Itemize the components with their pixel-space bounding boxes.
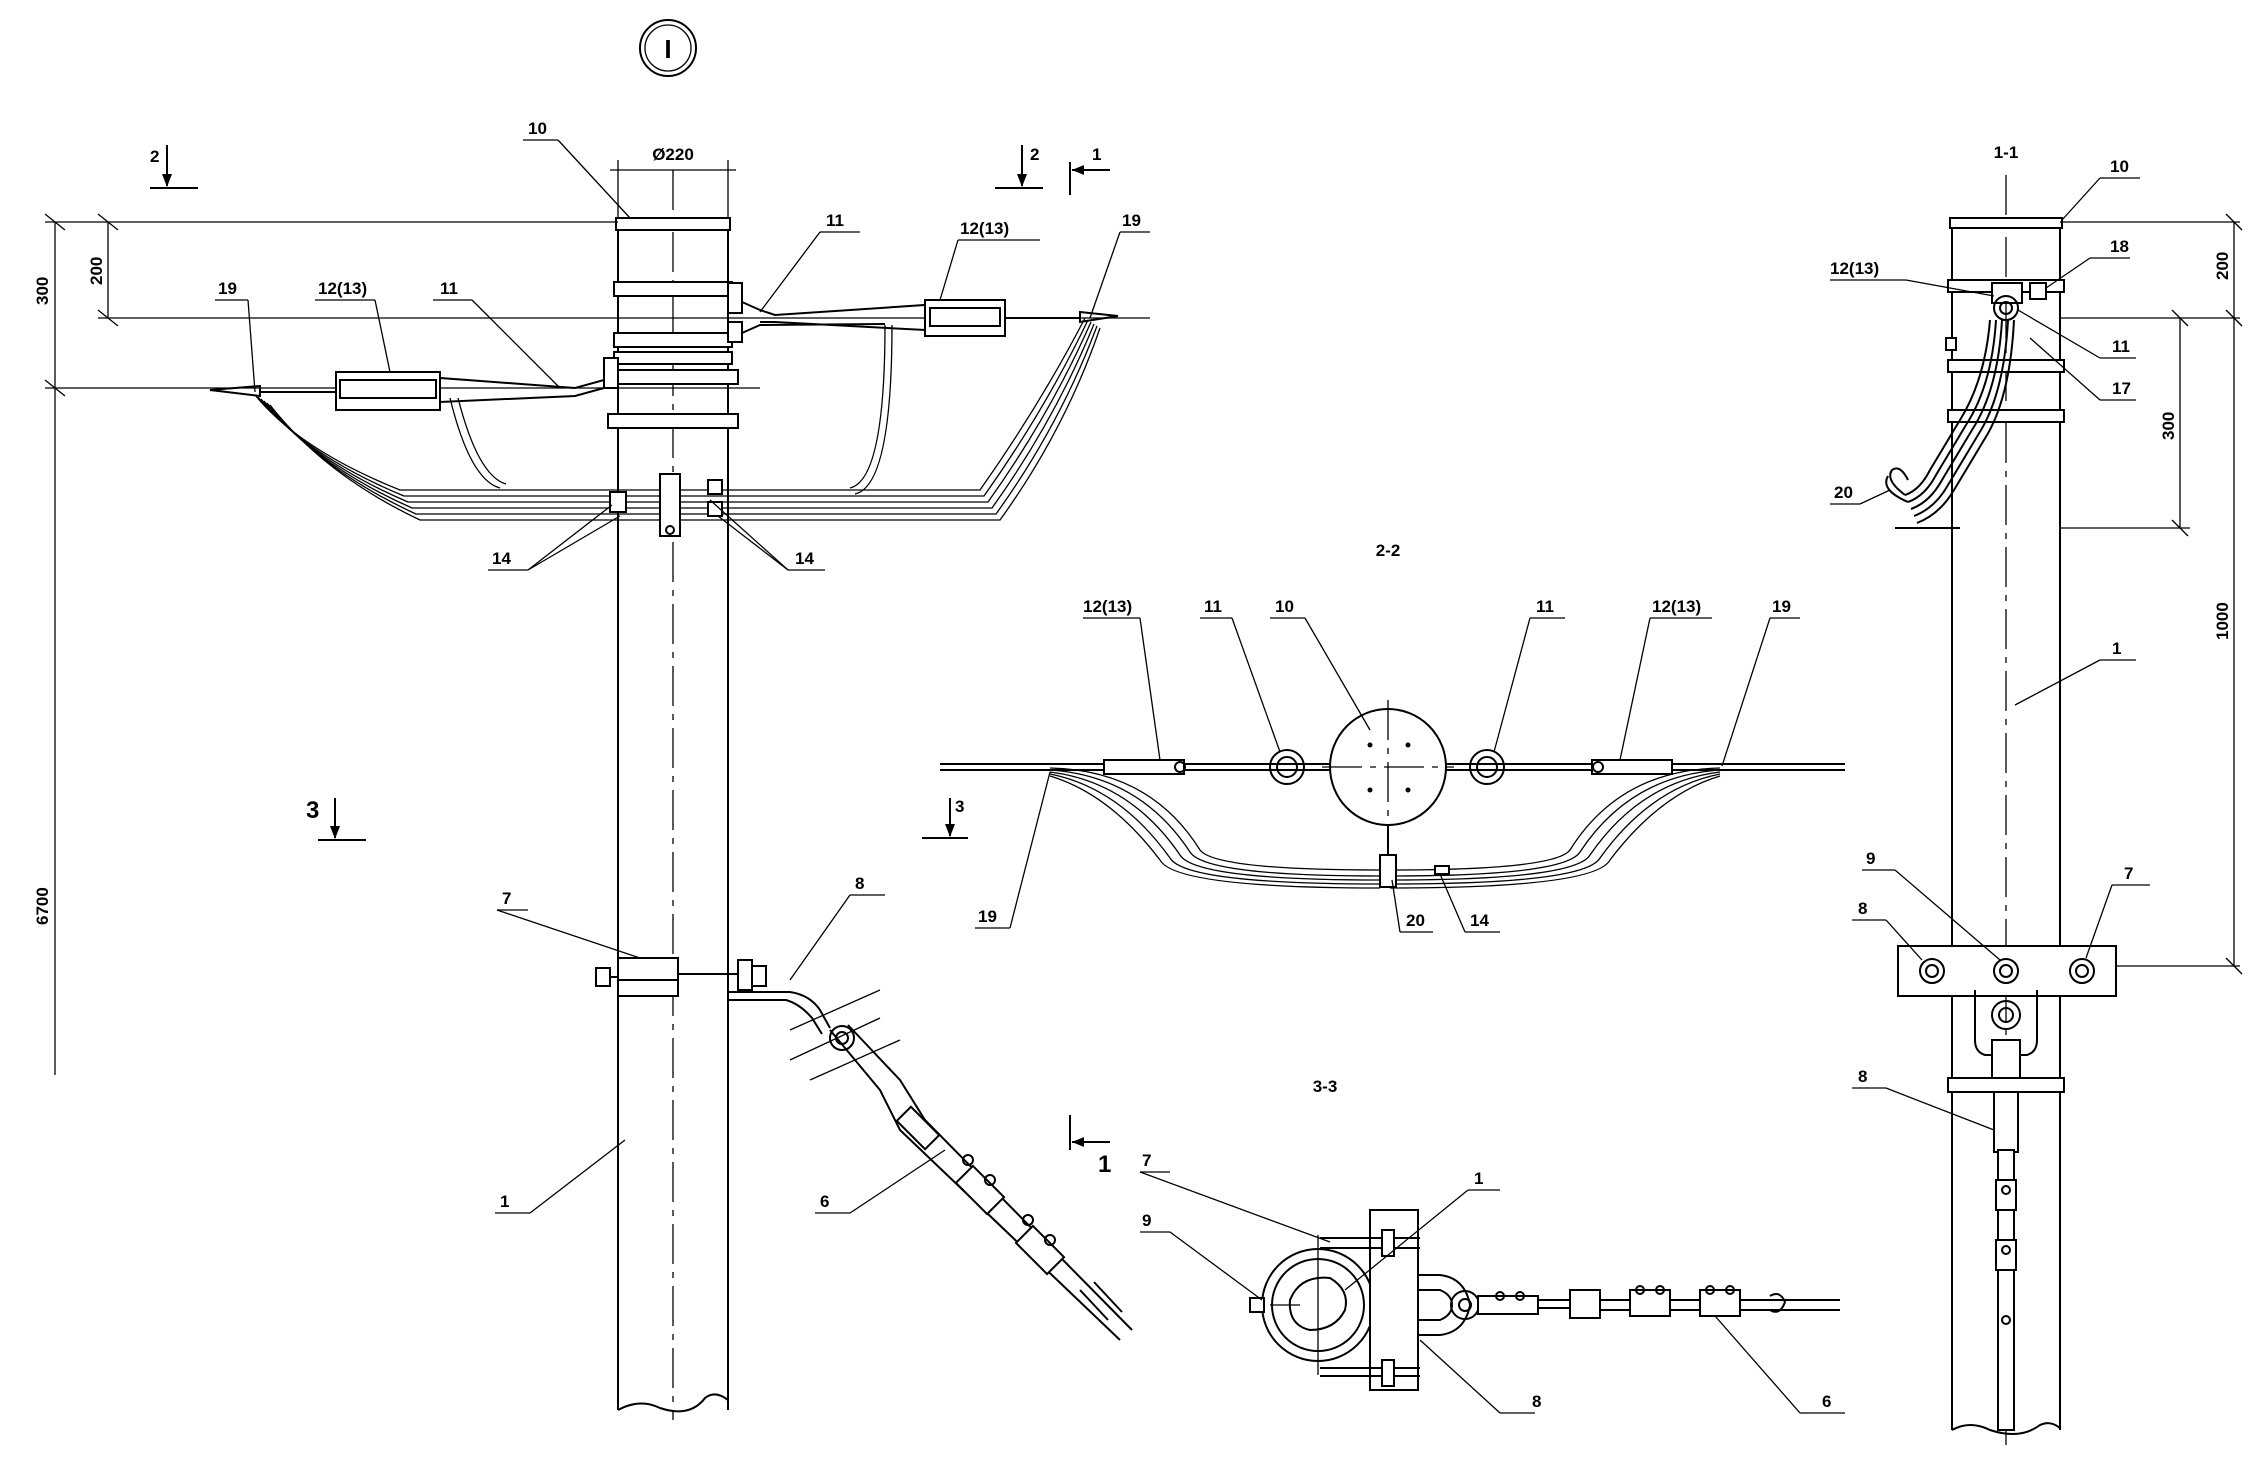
left-dimensions: 300 200 6700 bbox=[33, 213, 1150, 1075]
callout-12a-22: 12(13) bbox=[1083, 597, 1132, 616]
callout-7-33: 7 bbox=[1142, 1151, 1151, 1170]
section-2-left: 2 bbox=[150, 147, 159, 166]
section-2-2: 2-2 3 bbox=[922, 541, 1845, 933]
callout-11b-22: 11 bbox=[1536, 597, 1554, 616]
callout-1-11: 1 bbox=[2112, 639, 2121, 658]
upper-right-arm bbox=[727, 282, 1119, 343]
callout-14b-main: 14 bbox=[795, 549, 814, 568]
callout-10-22: 10 bbox=[1275, 597, 1294, 616]
section-arrows-main: 2 2 1 3 1 bbox=[150, 145, 1111, 1178]
callout-11a-main: 11 bbox=[826, 211, 844, 230]
callout-9-33: 9 bbox=[1142, 1211, 1151, 1230]
callout-8a-11: 8 bbox=[1858, 899, 1867, 918]
view-marker: I bbox=[639, 19, 697, 77]
callout-18-11: 18 bbox=[2110, 237, 2129, 256]
callout-12b-22: 12(13) bbox=[1652, 597, 1701, 616]
upper-left-arm bbox=[209, 357, 619, 411]
callout-19b-22: 19 bbox=[978, 907, 997, 926]
callout-19b-main: 19 bbox=[218, 279, 237, 298]
section-3-main: 3 bbox=[306, 797, 319, 824]
callout-11b-main: 11 bbox=[440, 279, 458, 298]
section-1-top: 1 bbox=[1092, 145, 1101, 164]
callout-10-main: 10 bbox=[528, 119, 547, 138]
callout-10-11: 10 bbox=[2110, 157, 2129, 176]
section-3-3: 3-3 7 1 bbox=[1139, 1077, 1845, 1414]
section-1-bottom: 1 bbox=[1098, 1151, 1111, 1178]
section-title-2-2: 2-2 bbox=[1376, 541, 1401, 560]
callout-17-11: 17 bbox=[2112, 379, 2131, 398]
lower-bracket bbox=[595, 957, 1133, 1341]
callouts-main: 10 11 11 12(13) 12(13) 19 19 14 bbox=[215, 119, 1150, 1214]
cable-bundle bbox=[254, 317, 1101, 537]
callout-1-33: 1 bbox=[1474, 1169, 1483, 1188]
callout-20-22: 20 bbox=[1406, 911, 1425, 930]
dim-1000-side: 1000 bbox=[2213, 602, 2232, 640]
callout-12b-main: 12(13) bbox=[318, 279, 367, 298]
callout-19a-main: 19 bbox=[1122, 211, 1141, 230]
pole-main bbox=[607, 170, 739, 1420]
callout-19a-22: 19 bbox=[1772, 597, 1791, 616]
main-view: Ø220 300 200 6700 2 2 bbox=[33, 119, 1150, 1420]
callout-11-11: 11 bbox=[2112, 337, 2130, 356]
view-marker-label: I bbox=[664, 34, 671, 64]
section-3-sec: 3 bbox=[955, 797, 964, 816]
section-title-1-1: 1-1 bbox=[1994, 143, 2019, 162]
dim-200-side: 200 bbox=[2213, 252, 2232, 280]
dim-6700-main: 6700 bbox=[33, 887, 52, 925]
callout-12a-main: 12(13) bbox=[960, 219, 1009, 238]
callout-6-33: 6 bbox=[1822, 1392, 1831, 1411]
callout-9-11: 9 bbox=[1866, 849, 1875, 868]
dim-300-side: 300 bbox=[2159, 412, 2178, 440]
callout-8-main: 8 bbox=[855, 874, 864, 893]
callout-14-22: 14 bbox=[1470, 911, 1489, 930]
callout-7-11: 7 bbox=[2124, 864, 2133, 883]
callout-12-11: 12(13) bbox=[1830, 259, 1879, 278]
section-title-3-3: 3-3 bbox=[1313, 1077, 1338, 1096]
callout-7-main: 7 bbox=[502, 889, 511, 908]
callout-6-main: 6 bbox=[820, 1192, 829, 1211]
diameter-label: Ø220 bbox=[652, 145, 694, 164]
section-2-right: 2 bbox=[1030, 145, 1039, 164]
section-1-1: 1-1 200 300 1000 bbox=[1830, 143, 2243, 1445]
dim-200-main: 200 bbox=[87, 257, 106, 285]
callout-8-33: 8 bbox=[1532, 1392, 1541, 1411]
callout-14a-main: 14 bbox=[492, 549, 511, 568]
callout-11a-22: 11 bbox=[1204, 597, 1222, 616]
callout-1-main: 1 bbox=[500, 1192, 509, 1211]
callout-8b-11: 8 bbox=[1858, 1067, 1867, 1086]
diameter-dimension: Ø220 bbox=[610, 145, 736, 218]
dim-300-main: 300 bbox=[33, 277, 52, 305]
callout-20-11: 20 bbox=[1834, 483, 1853, 502]
